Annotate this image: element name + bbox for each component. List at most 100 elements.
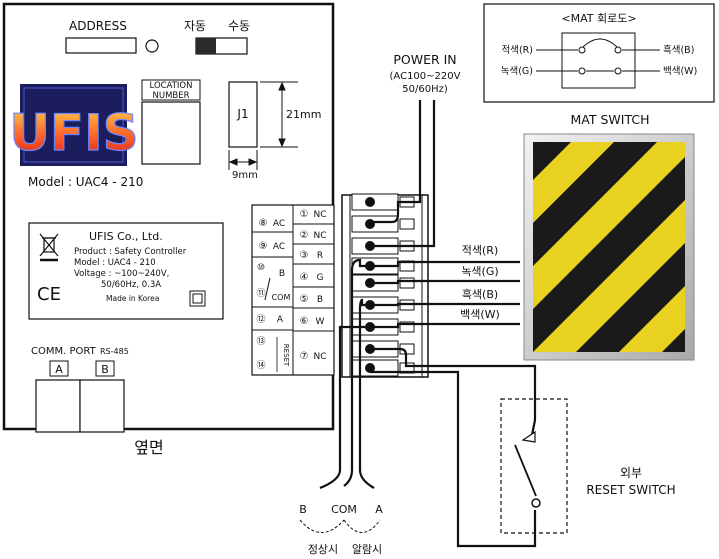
terminal-5-label: B (317, 295, 323, 305)
terminal-clamp (399, 321, 415, 333)
reset-switch-line2: RESET SWITCH (586, 483, 675, 497)
location-label-line2: NUMBER (152, 91, 189, 101)
comm-protocol-label: RS-485 (100, 347, 129, 356)
port-a-box (49, 360, 69, 377)
power-in-title: POWER IN (393, 52, 456, 67)
output-normal-label: 정상시 (308, 543, 338, 556)
terminal-3-num: ③ (300, 250, 309, 261)
nameplate-model: Model : UAC4 - 210 (74, 258, 156, 268)
nameplate-product: Product : Safety Controller (74, 247, 187, 257)
dim-width-label: 9mm (232, 170, 258, 181)
terminal-2-num: ② (300, 230, 309, 241)
terminal-4-num: ④ (300, 272, 309, 283)
ce-mark: CE (37, 284, 61, 305)
power-wires (370, 100, 436, 248)
nameplate: CE UFIS Co., Ltd. Product : Safety Contr… (28, 222, 224, 320)
mat-switch (523, 133, 719, 361)
port-b-socket (79, 379, 125, 433)
reset-switch (500, 398, 568, 534)
mat-stripes (533, 142, 719, 352)
output-b-label: B (299, 503, 307, 516)
wire-label-black: 흑색(B) (462, 287, 498, 301)
address-led (145, 39, 159, 53)
mat-circuit-red: 적색(R) (502, 44, 534, 56)
terminal-8-num: ⑧ (259, 218, 268, 229)
comm-port-label: COMM. PORT (31, 346, 97, 357)
mat-circuit-diagram: <MAT 회로도> 적색(R) 녹색(G) 흑색(B) 백색(W) (483, 3, 715, 103)
address-label: ADDRESS (69, 19, 127, 33)
reset-wires (370, 347, 537, 548)
location-number-box (141, 101, 201, 165)
power-in-spec-2: 50/60Hz) (402, 84, 448, 95)
weee-bin-icon (39, 233, 59, 262)
mode-switch-knob[interactable] (196, 38, 216, 54)
logo-text: UFIS (9, 104, 138, 162)
terminal-1-num: ① (300, 209, 309, 220)
width-dimension (228, 150, 258, 170)
terminal-13-num: ⑬ (256, 336, 265, 347)
address-window (65, 37, 137, 54)
mat-stripe (619, 286, 685, 352)
model-line: Model : UAC4 - 210 (28, 175, 143, 189)
terminal-4-label: G (317, 273, 324, 283)
dim-height-label: 21mm (286, 108, 321, 121)
wire-label-white: 백색(W) (460, 308, 500, 321)
reset-switch-line1: 외부 (620, 466, 642, 480)
terminal-6-num: ⑥ (300, 316, 309, 327)
mat-stripe (533, 200, 685, 352)
terminal-screw-icon (365, 197, 375, 207)
ufis-logo: UFIS (9, 84, 139, 166)
terminal-clamp (399, 277, 415, 289)
mat-circuit-white: 백색(W) (663, 66, 697, 77)
side-caption: 옆면 (134, 438, 163, 457)
j1-connector (228, 81, 258, 148)
j1-label: J1 (236, 107, 248, 121)
mat-stripe (533, 142, 614, 223)
wire-label-green: 녹색(G) (461, 265, 498, 278)
nameplate-origin: Made in Korea (106, 294, 159, 303)
terminal-12-num: ⑫ (256, 314, 265, 325)
port-a-label: A (55, 363, 63, 376)
terminal-clamp (399, 218, 415, 230)
location-label-line1: LOCATION (150, 81, 193, 91)
terminal-12-label: A (277, 315, 284, 325)
mat-wires (370, 260, 520, 329)
mat-circuit-title: <MAT 회로도> (561, 12, 636, 25)
reset-label: RESET (282, 344, 290, 367)
output-com-label: COM (331, 503, 357, 516)
terminal-5-num: ⑤ (300, 294, 309, 305)
output-a-label: A (375, 503, 383, 516)
terminal-8-label: AC (273, 219, 285, 229)
mat-circuit-black: 흑색(B) (663, 44, 694, 56)
terminal-6-label: W (316, 317, 325, 327)
port-b-label: B (101, 363, 109, 376)
terminal-7-num: ⑦ (300, 351, 309, 362)
output-arcs (299, 519, 381, 533)
nameplate-rating: 50/60Hz, 0.3A (101, 280, 161, 290)
terminal-2-label: NC (313, 231, 326, 241)
mat-circuit-green: 녹색(G) (501, 66, 533, 77)
terminal-10-label: B (279, 269, 285, 279)
mode-manual-label: 수동 (228, 19, 250, 33)
double-insulation-icon (189, 290, 206, 307)
relay-contact-line (264, 277, 271, 301)
output-wires (319, 258, 375, 490)
terminal-9-label: AC (273, 242, 285, 252)
port-b-box (95, 360, 115, 377)
terminal-11-num: ⑪ (256, 288, 265, 299)
mat-stripe (533, 142, 685, 309)
port-a-socket (35, 379, 81, 433)
mat-stripe (705, 142, 719, 352)
terminal-10-num: ⑩ (257, 263, 265, 273)
terminal-3-label: R (317, 251, 323, 261)
output-alarm-label: 알람시 (352, 542, 382, 556)
terminal-label-block: ⑧ AC ⑨ AC ⑩ B ⑪ COM ⑫ A ⑬ ⑭ RESET ① NC ②… (251, 204, 335, 376)
terminal-screw-icon (365, 363, 375, 373)
mat-switch-title: MAT SWITCH (571, 112, 650, 127)
height-dimension (260, 81, 298, 148)
terminal-screw-icon (365, 219, 375, 229)
wire-label-red: 적색(R) (462, 244, 498, 257)
nameplate-company: UFIS Co., Ltd. (89, 230, 163, 243)
nameplate-voltage: Voltage : ~100~240V, (74, 269, 169, 279)
terminal-11-label: COM (272, 293, 291, 302)
